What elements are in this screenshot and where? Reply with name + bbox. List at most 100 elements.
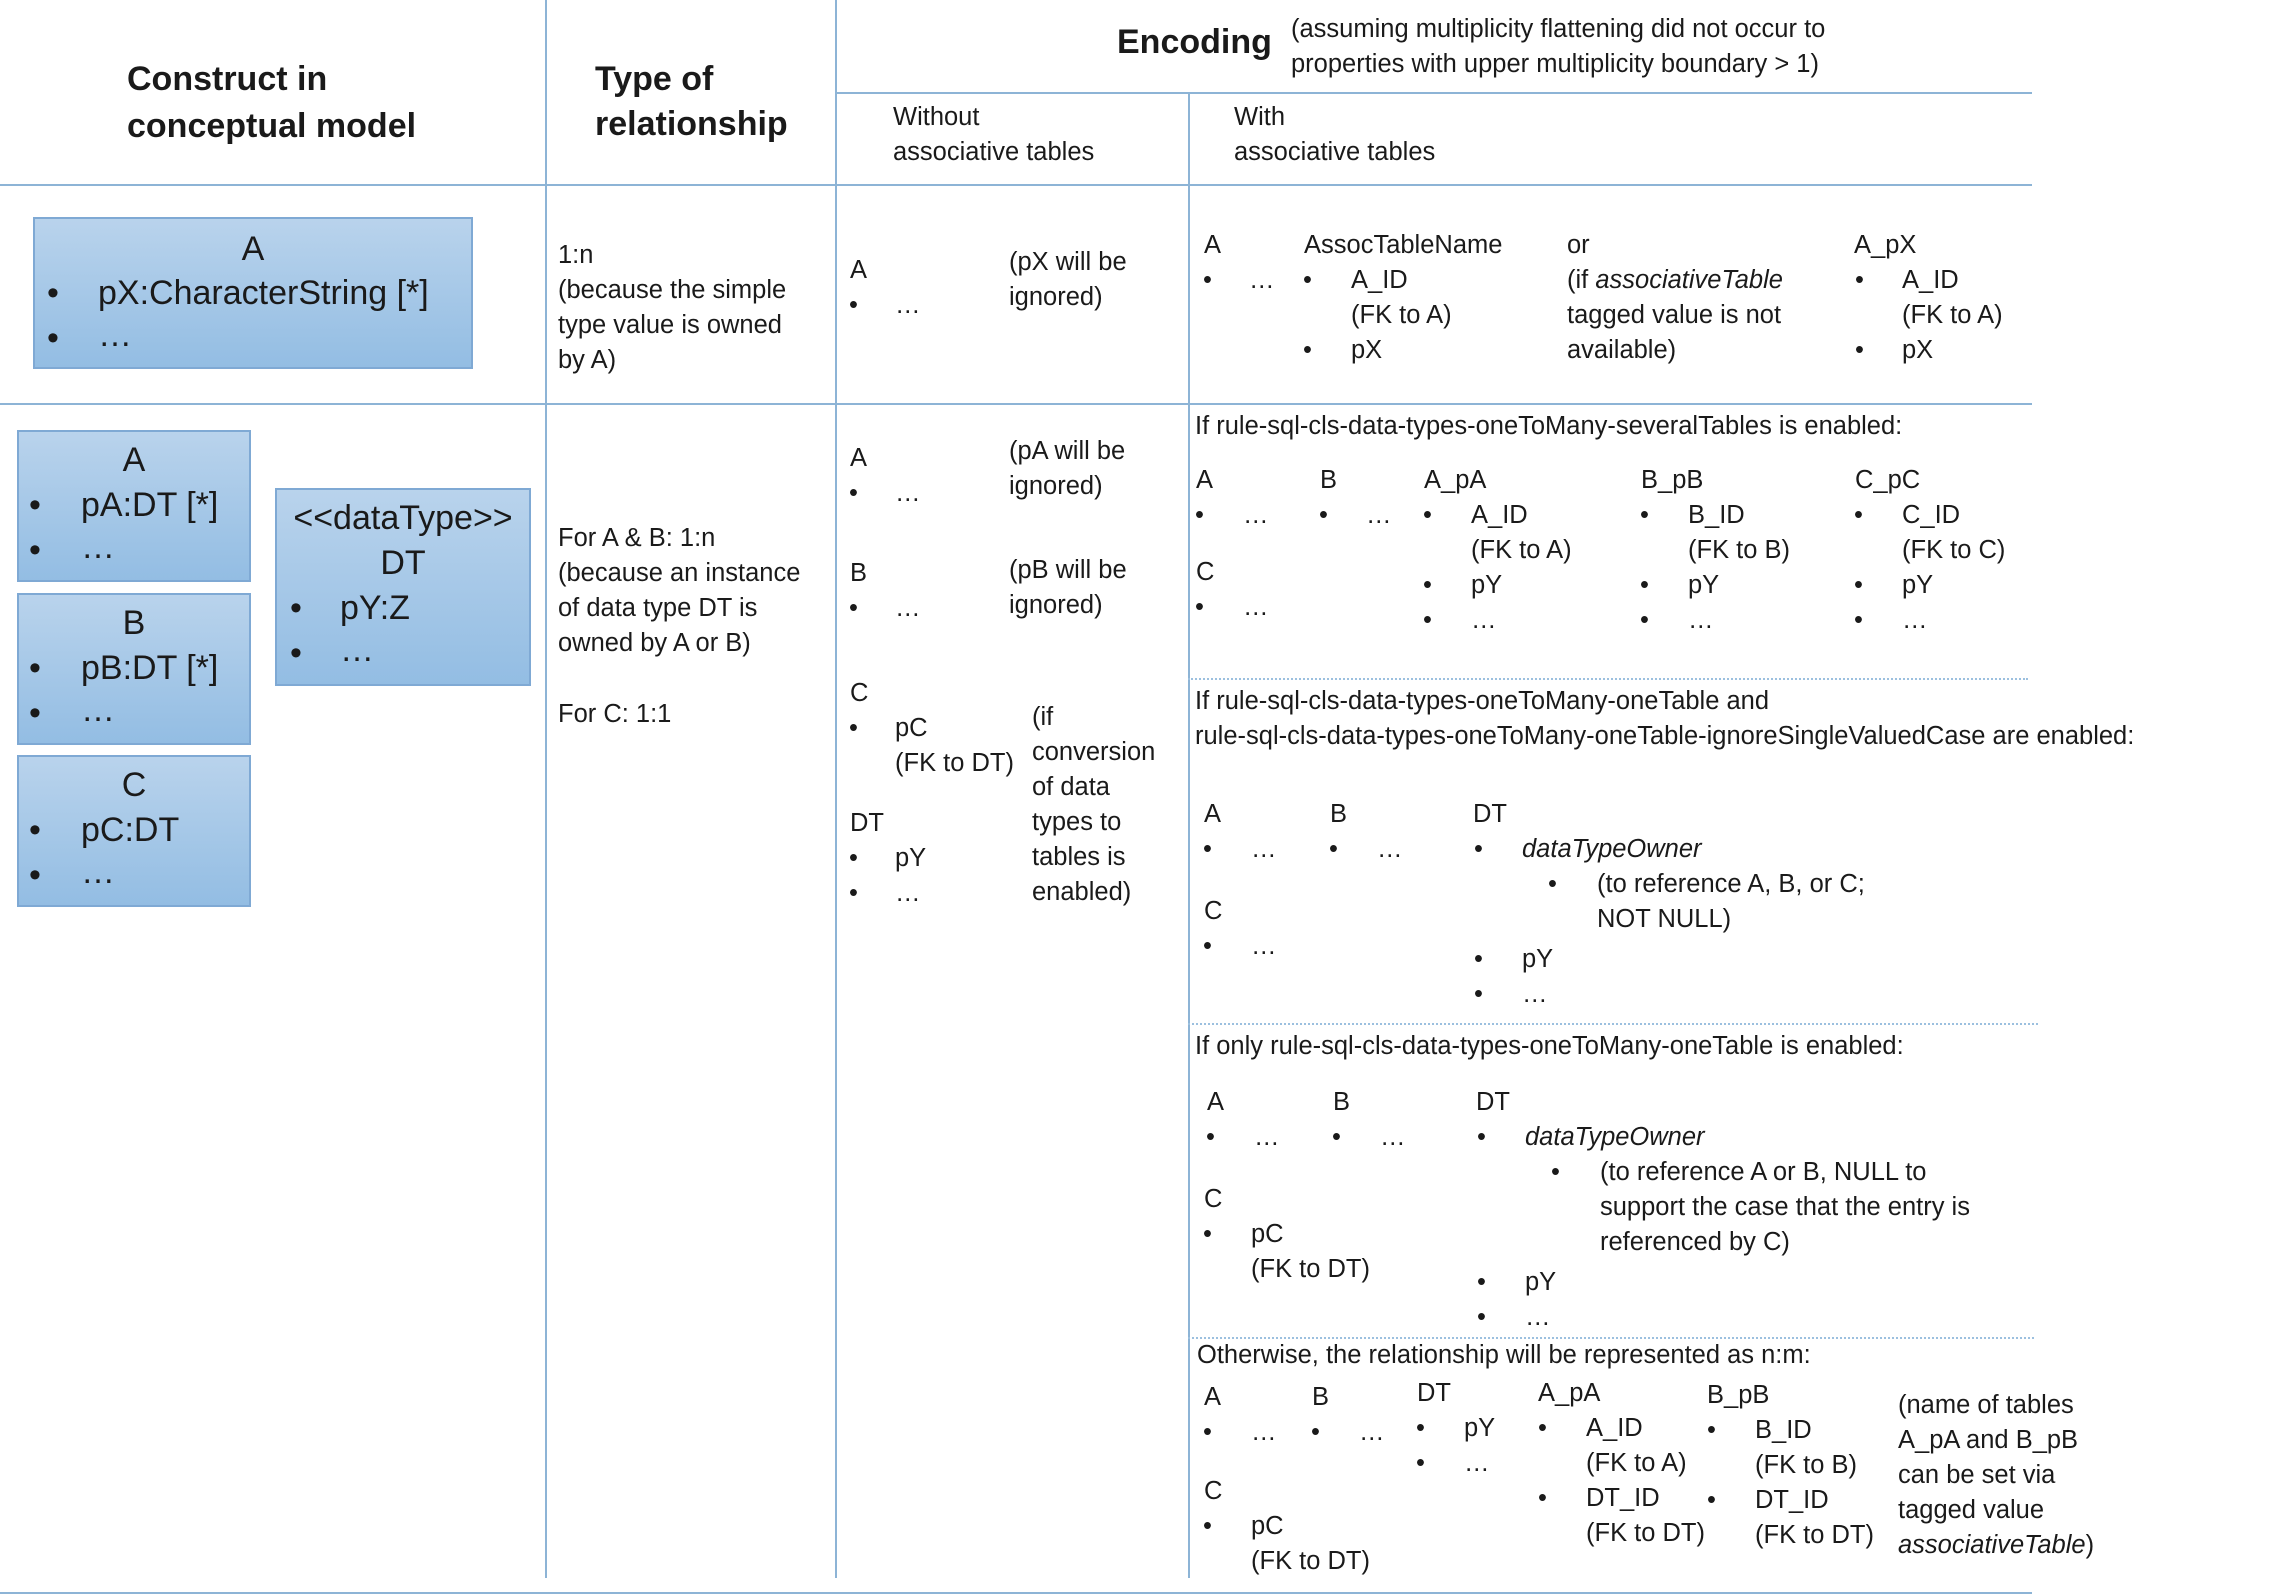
table-name: C — [1196, 558, 1215, 586]
column-name: pY — [1522, 945, 1554, 973]
row1-px-note-line2: ignored) — [1009, 283, 1103, 311]
bullet: • — [1423, 606, 1432, 634]
table-name: C — [850, 679, 869, 707]
case2-title-line1: If rule-sql-cls-data-types-oneToMany-one… — [1195, 687, 1770, 715]
ellipsis: … — [1464, 1449, 1490, 1477]
bullet: • — [1707, 1416, 1716, 1444]
table-name: A — [1204, 231, 1222, 259]
class-property: pX:CharacterString [*] — [98, 274, 429, 312]
ellipsis: … — [1243, 593, 1269, 621]
col-divider-2 — [835, 0, 837, 1578]
ellipsis: … — [1366, 501, 1392, 529]
conversion-note-line2: conversion — [1032, 738, 1156, 766]
bullet: • — [1854, 571, 1863, 599]
bullet: • — [29, 486, 41, 524]
case-divider-2 — [1188, 1023, 2038, 1025]
column-name: pX — [1351, 336, 1383, 364]
bullet: • — [1332, 1123, 1341, 1151]
table-name: A — [1204, 1383, 1222, 1411]
conversion-note-line5: tables is — [1032, 843, 1126, 871]
column-name: pY — [895, 844, 927, 872]
column-name: pY — [1525, 1268, 1557, 1296]
bullet: • — [1551, 1158, 1560, 1186]
row2-rel-line2: (because an instance — [558, 559, 801, 587]
bullet: • — [290, 634, 302, 672]
ellipsis: … — [1902, 606, 1928, 634]
ellipsis: … — [1251, 932, 1277, 960]
or-label: or — [1567, 231, 1590, 259]
ellipsis: … — [1377, 835, 1403, 863]
bullet: • — [29, 811, 41, 849]
bullet: • — [1303, 336, 1312, 364]
column-name: pX — [1902, 336, 1934, 364]
table-name: A — [850, 256, 868, 284]
bullet: • — [1855, 266, 1864, 294]
column-name: pC — [1251, 1512, 1284, 1540]
table-name: B — [850, 559, 868, 587]
table-name: B_pB — [1641, 466, 1704, 494]
column-name: B_ID — [1688, 501, 1745, 529]
fk-note: (FK to DT) — [1251, 1547, 1370, 1575]
column-name: pC — [1251, 1220, 1284, 1248]
ellipsis: … — [1380, 1123, 1406, 1151]
column-name: C_ID — [1902, 501, 1961, 529]
case3-title: If only rule-sql-cls-data-types-oneToMan… — [1195, 1032, 1904, 1060]
bullet: • — [29, 694, 41, 732]
bullet: • — [1329, 835, 1338, 863]
bullet: • — [849, 594, 858, 622]
alt-note-line1: (if associativeTable — [1567, 263, 1783, 298]
row1-rel-line4: by A) — [558, 346, 617, 374]
bullet: • — [1640, 501, 1649, 529]
row2-rel-line5: For C: 1:1 — [558, 700, 672, 728]
bullet: • — [1477, 1268, 1486, 1296]
ellipsis: … — [98, 316, 132, 354]
column-name: A_ID — [1586, 1414, 1643, 1442]
header-with-line1: With — [1234, 103, 1285, 131]
bullet: • — [849, 479, 858, 507]
ellipsis: … — [1249, 266, 1275, 294]
n-m-note-line2: A_pA and B_pB — [1898, 1426, 2079, 1454]
alt-note-line3: available) — [1567, 336, 1677, 364]
bullet: • — [1854, 501, 1863, 529]
pa-note-line2: ignored) — [1009, 472, 1103, 500]
class-name: B — [122, 604, 146, 642]
fk-note: (FK to C) — [1902, 536, 2006, 564]
case1-title: If rule-sql-cls-data-types-oneToMany-sev… — [1195, 412, 1903, 440]
case-divider-1 — [1188, 678, 2028, 680]
bullet: • — [29, 856, 41, 894]
bullet: • — [1203, 1512, 1212, 1540]
fk-note: (FK to B) — [1755, 1451, 1858, 1479]
encoding-subheader-divider — [836, 92, 2032, 94]
datatype-box-dt: <<dataType>> DT • pY:Z • … — [275, 488, 531, 686]
bullet: • — [1203, 835, 1212, 863]
bullet: • — [1640, 571, 1649, 599]
class-property: pB:DT [*] — [81, 649, 219, 687]
table-name: A_pX — [1854, 231, 1917, 259]
bullet: • — [1303, 266, 1312, 294]
bullet: • — [1203, 1418, 1212, 1446]
ellipsis: … — [1688, 606, 1714, 634]
header-construct-line1: Construct in — [127, 60, 328, 98]
table-name: A_pA — [1424, 466, 1487, 494]
column-name: pY — [1902, 571, 1934, 599]
column-name: DT_ID — [1755, 1486, 1829, 1514]
owner-ref-note-line2: NOT NULL) — [1597, 905, 1732, 933]
bullet: • — [1854, 606, 1863, 634]
table-name: A — [850, 444, 868, 472]
table-name: B — [1333, 1088, 1351, 1116]
ellipsis: … — [1243, 501, 1269, 529]
bullet: • — [1474, 980, 1483, 1008]
bullet: • — [849, 879, 858, 907]
fk-note: (FK to DT) — [1586, 1519, 1705, 1547]
table-name: DT — [850, 809, 884, 837]
bullet: • — [1416, 1449, 1425, 1477]
fk-note: (FK to A) — [1902, 301, 2003, 329]
n-m-note-line3: can be set via — [1898, 1461, 2056, 1489]
table-name: B — [1312, 1383, 1330, 1411]
conversion-note-line1: (if — [1032, 703, 1054, 731]
table-name: C — [1204, 897, 1223, 925]
header-with-line2: associative tables — [1234, 138, 1436, 166]
n-m-note-line5: associativeTable) — [1898, 1528, 2094, 1563]
table-name: DT — [1473, 800, 1507, 828]
datatype-name: DT — [380, 544, 426, 582]
